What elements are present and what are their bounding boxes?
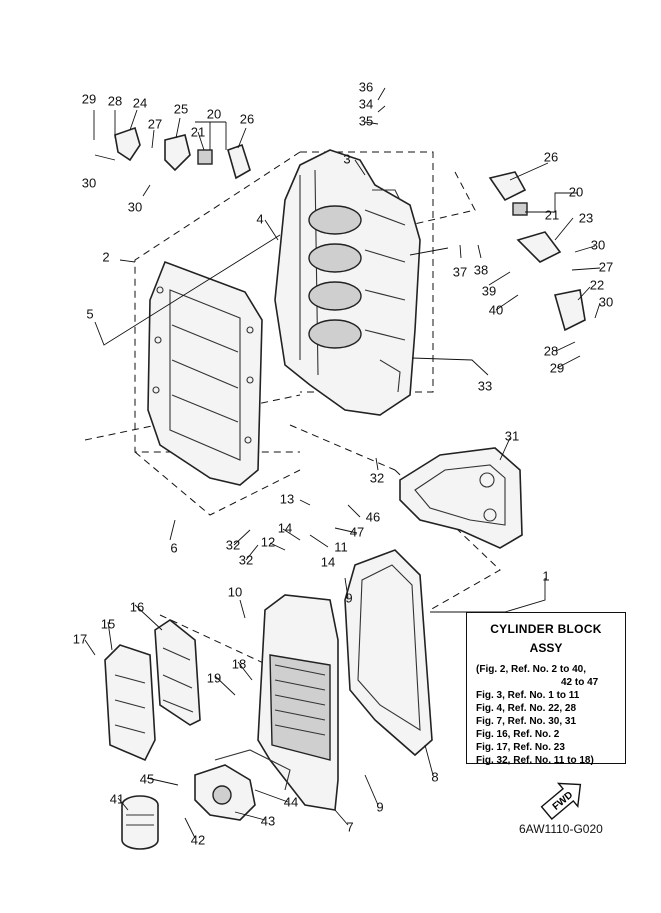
callout-44: 44 — [284, 794, 298, 809]
callout-11: 11 — [334, 539, 348, 554]
callout-27: 27 — [148, 116, 162, 131]
callout-8: 8 — [431, 769, 438, 784]
callout-46: 46 — [366, 509, 380, 524]
callout-45: 45 — [140, 771, 154, 786]
callout-47: 47 — [350, 524, 364, 539]
callout-10: 10 — [228, 584, 242, 599]
callout-3: 3 — [343, 151, 350, 166]
callout-30: 30 — [82, 175, 96, 190]
assembly-title-box: CYLINDER BLOCK ASSY (Fig. 2, Ref. No. 2 … — [466, 612, 626, 766]
reference-line: 42 to 47 — [561, 677, 599, 688]
callout-32: 32 — [226, 537, 240, 552]
exhaust-cover-gasket — [344, 549, 433, 757]
oil-filter-group — [121, 749, 291, 850]
callout-16: 16 — [130, 599, 144, 614]
callout-26: 26 — [240, 111, 254, 126]
callout-31: 31 — [505, 428, 519, 443]
callout-numbers: 29 28 24 25 27 20 21 26 30 30 36 34 35 3… — [73, 79, 613, 847]
callout-6: 6 — [170, 540, 177, 555]
callout-30: 30 — [128, 199, 142, 214]
reference-line: (Fig. 2, Ref. No. 2 to 40, — [476, 664, 587, 675]
callout-1: 1 — [542, 568, 549, 583]
cylinder-block — [274, 149, 421, 416]
block-gasket — [399, 447, 523, 549]
callout-29: 29 — [82, 91, 96, 106]
figure-code: 6AW1110-G020 — [519, 822, 603, 836]
assembly-subtitle: ASSY — [529, 641, 563, 655]
callout-20: 20 — [207, 106, 221, 121]
callout-22: 22 — [590, 277, 604, 292]
exhaust-cover — [257, 594, 339, 811]
callout-9: 9 — [376, 799, 383, 814]
callout-38: 38 — [474, 262, 488, 277]
callout-19: 19 — [207, 670, 221, 685]
callout-24: 24 — [133, 95, 147, 110]
callout-17: 17 — [73, 631, 87, 646]
callout-39: 39 — [482, 283, 496, 298]
callout-14: 14 — [321, 554, 335, 569]
callout-25: 25 — [174, 101, 188, 116]
callout-15: 15 — [101, 616, 115, 631]
callout-26: 26 — [544, 149, 558, 164]
callout-21: 21 — [191, 124, 205, 139]
callout-30: 30 — [591, 237, 605, 252]
callout-32: 32 — [370, 470, 384, 485]
callout-7: 7 — [346, 819, 353, 834]
reference-line: Fig. 32, Ref. No. 11 to 18) — [476, 755, 594, 766]
callout-13: 13 — [280, 491, 294, 506]
callout-18: 18 — [232, 656, 246, 671]
callout-40: 40 — [489, 302, 503, 317]
reference-line: Fig. 3, Ref. No. 1 to 11 — [476, 690, 580, 701]
callout-14: 14 — [278, 520, 292, 535]
callout-37: 37 — [453, 264, 467, 279]
callout-28: 28 — [108, 93, 122, 108]
crankcase — [147, 260, 263, 486]
callout-5: 5 — [86, 306, 93, 321]
callout-9: 9 — [345, 590, 352, 605]
thermostat-right — [488, 171, 586, 332]
callout-27: 27 — [599, 259, 613, 274]
callout-20: 20 — [569, 184, 583, 199]
reference-line: Fig. 4, Ref. No. 22, 28 — [476, 703, 577, 714]
callout-12: 12 — [261, 534, 275, 549]
callout-23: 23 — [579, 210, 593, 225]
callout-2: 2 — [102, 249, 109, 264]
callout-28: 28 — [544, 343, 558, 358]
assembly-outline — [84, 151, 501, 681]
callout-41: 41 — [110, 791, 124, 806]
reference-line: Fig. 17, Ref. No. 23 — [476, 742, 565, 753]
callout-29: 29 — [550, 360, 564, 375]
leader-lines — [84, 87, 601, 839]
callout-32: 32 — [239, 552, 253, 567]
callout-35: 35 — [359, 113, 373, 128]
assembly-title: CYLINDER BLOCK — [490, 622, 602, 636]
reference-line: Fig. 7, Ref. No. 30, 31 — [476, 716, 577, 727]
thermostat-left — [114, 126, 251, 180]
callout-43: 43 — [261, 813, 275, 828]
callout-30: 30 — [599, 294, 613, 309]
cover-plate-and-gasket — [104, 619, 201, 762]
callout-36: 36 — [359, 79, 373, 94]
callout-33: 33 — [478, 378, 492, 393]
callout-21: 21 — [545, 207, 559, 222]
fwd-arrow: FWD — [540, 782, 582, 820]
callout-4: 4 — [256, 211, 263, 226]
callout-34: 34 — [359, 96, 373, 111]
callout-42: 42 — [191, 832, 205, 847]
reference-line: Fig. 16, Ref. No. 2 — [476, 729, 560, 740]
